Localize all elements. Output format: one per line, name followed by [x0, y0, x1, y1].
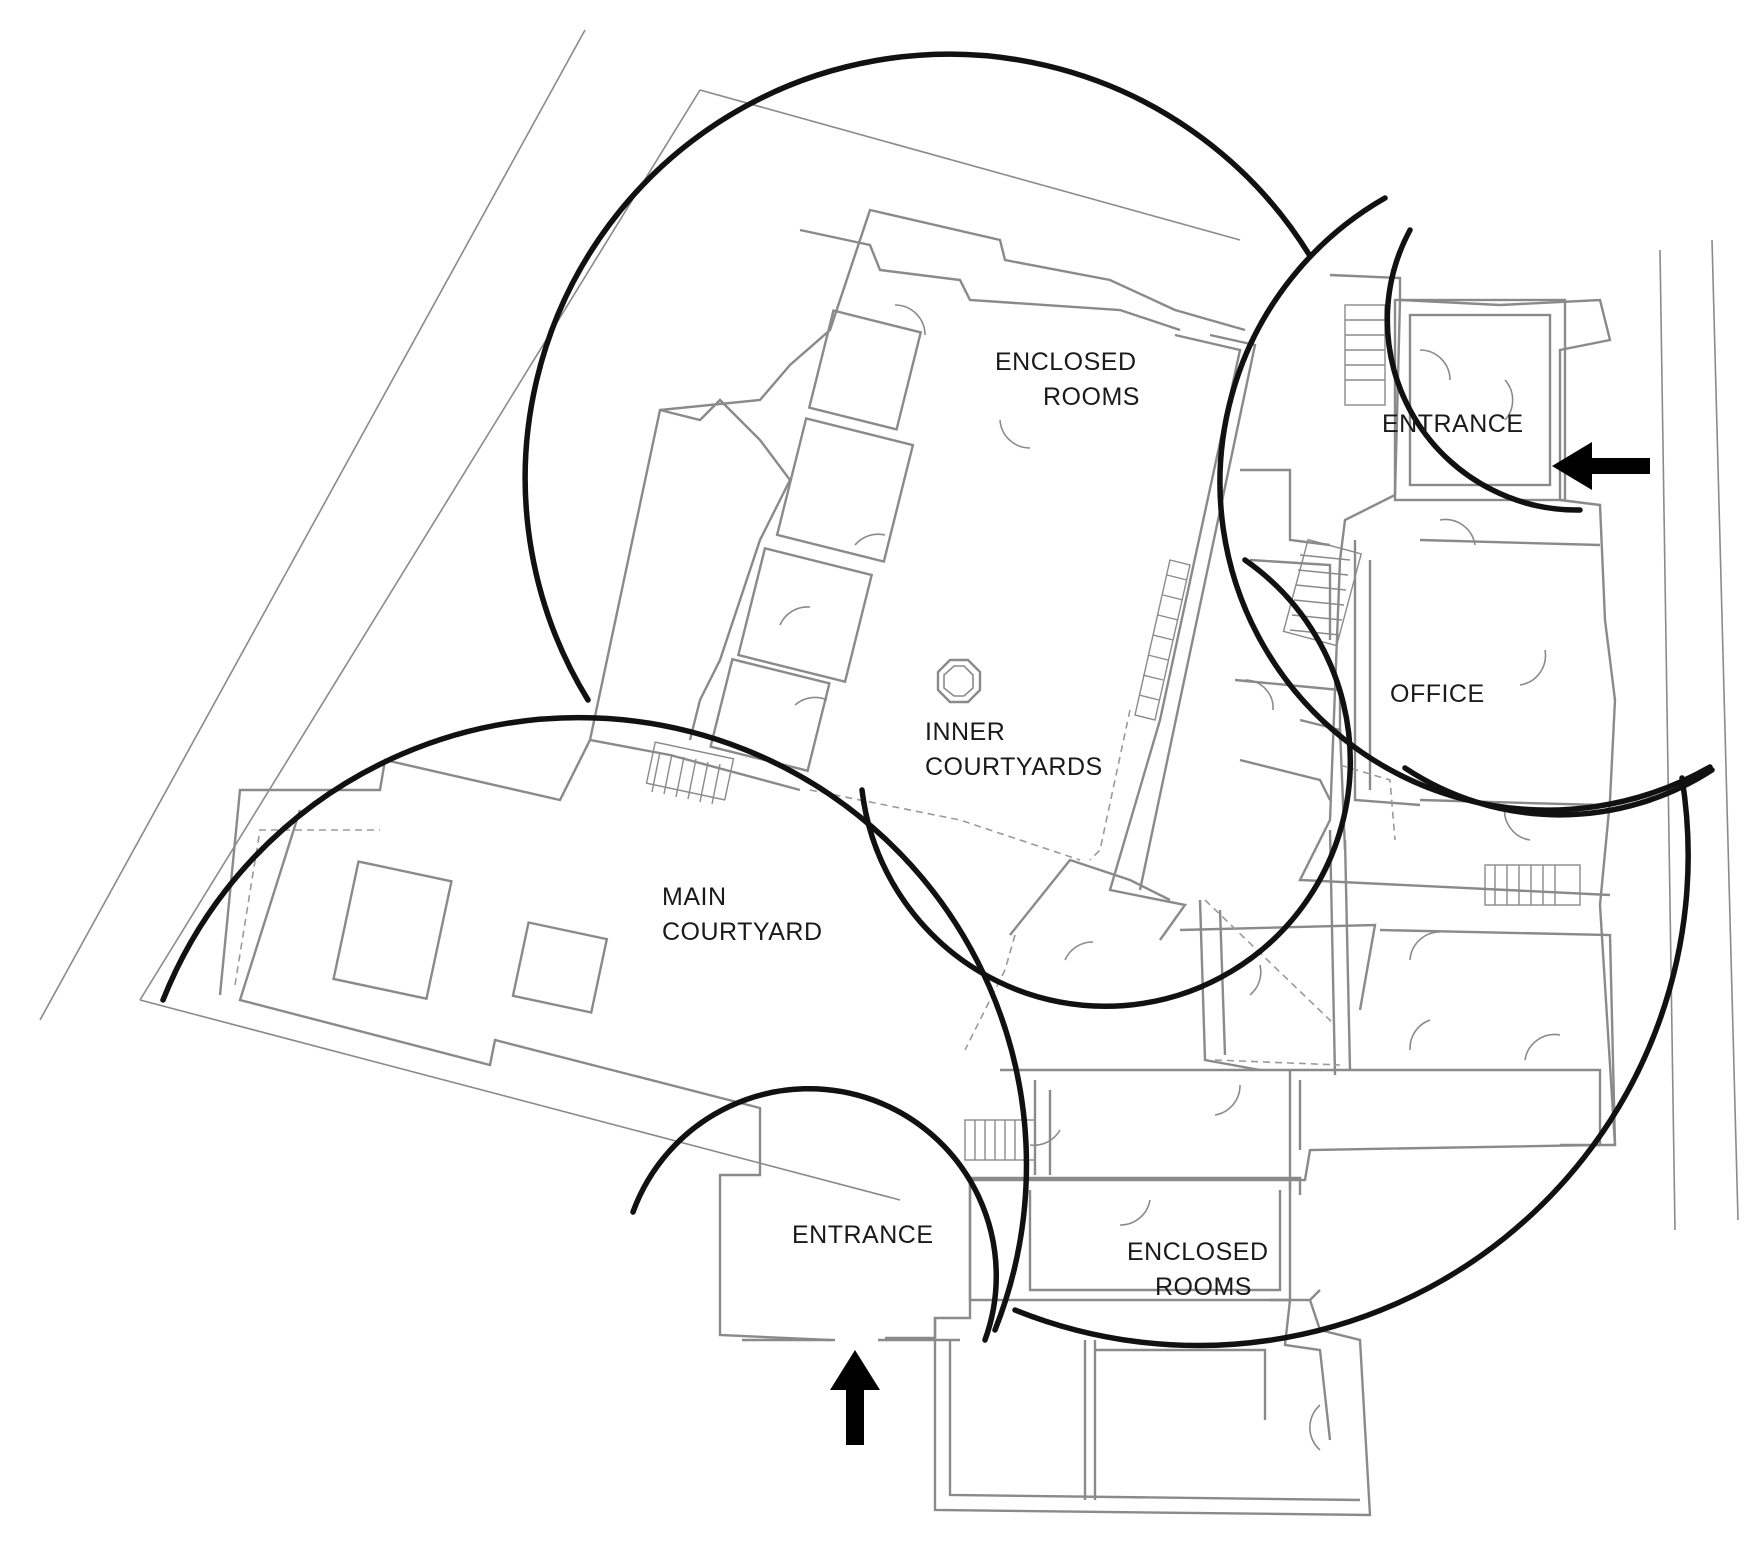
label-enclosed-rooms-top-1: ENCLOSED: [995, 348, 1137, 376]
entrance-arrows: [830, 442, 1650, 1445]
courtyard-features: [332, 658, 982, 1014]
zone-labels: ENCLOSED ROOMS ENTRANCE OFFICE INNER COU…: [662, 348, 1524, 1301]
label-main-courtyard-2: COURTYARD: [662, 918, 823, 946]
planter-left: [332, 860, 453, 1001]
arc-inner-courtyards: [859, 557, 1354, 1009]
label-entrance-bottom: ENTRANCE: [792, 1221, 934, 1249]
arc-main-courtyard: [160, 714, 1030, 1333]
building-walls: [218, 208, 1617, 1517]
arc-enclosed-rooms-bottom: [1012, 775, 1691, 1349]
stair-left-courtyard: [645, 741, 735, 805]
label-inner-courtyards-1: INNER: [925, 718, 1005, 746]
arc-entrance-right: [1384, 227, 1583, 513]
label-office: OFFICE: [1390, 680, 1485, 708]
stair-entrance-right: [1344, 304, 1386, 406]
stair-long-divider: [1134, 559, 1191, 721]
arrow-left-icon: [1552, 442, 1650, 490]
arc-enclosed-rooms-top: [522, 51, 1313, 703]
dashed-outlines: [234, 709, 1396, 1066]
site-boundaries: [39, 29, 1739, 1231]
arc-entrance-bottom: [630, 1085, 1000, 1343]
label-main-courtyard-1: MAIN: [662, 883, 727, 911]
label-enclosed-rooms-top-2: ROOMS: [1043, 383, 1140, 411]
label-entrance-right: ENTRANCE: [1382, 410, 1524, 438]
stair-center: [1282, 538, 1363, 647]
label-enclosed-rooms-bottom-2: ROOMS: [1155, 1273, 1252, 1301]
stair-right: [1484, 864, 1581, 906]
planter-right: [511, 921, 609, 1014]
label-enclosed-rooms-bottom-1: ENCLOSED: [1127, 1238, 1269, 1266]
zone-arcs: [160, 51, 1715, 1349]
arc-office-lower: [1402, 765, 1715, 818]
arrow-up-icon: [830, 1350, 880, 1445]
label-inner-courtyards-2: COURTYARDS: [925, 753, 1103, 781]
fountain-octagon: [936, 658, 982, 704]
arc-office: [1217, 195, 1713, 813]
